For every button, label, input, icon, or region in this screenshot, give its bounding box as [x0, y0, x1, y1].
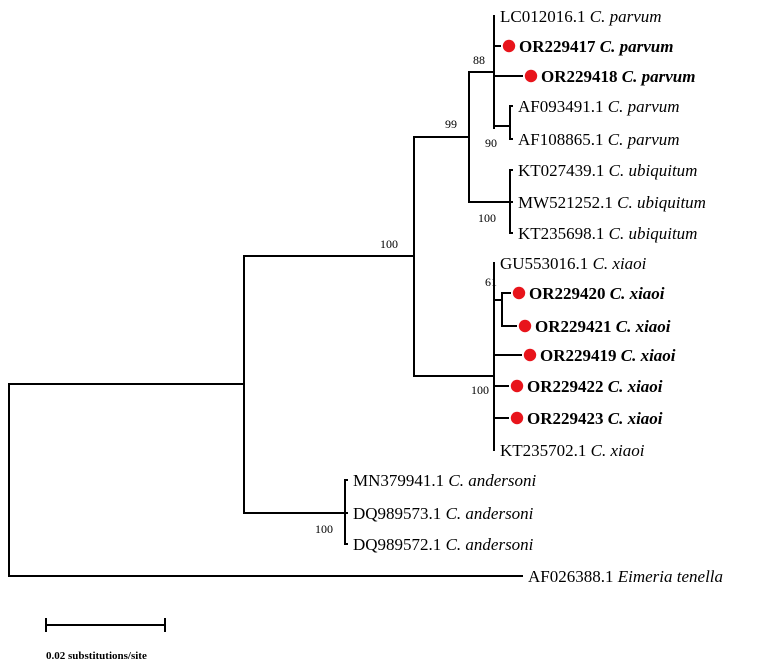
leaf-label-kt235698-1: KT235698.1 C. ubiquitum — [518, 224, 697, 243]
bootstrap-value: 100 — [315, 522, 333, 536]
bootstrap-values: 88 90 99 100 100 61 100 100 — [315, 53, 497, 536]
bootstrap-value: 100 — [380, 237, 398, 251]
leaf-label-or229421: OR229421 C. xiaoi — [535, 317, 671, 336]
leaf-species: C. xiaoi — [593, 254, 647, 273]
leaf-accession: AF093491.1 — [518, 97, 608, 116]
leaf-label-or229418: OR229418 C. parvum — [541, 67, 695, 86]
leaf-accession: OR229419 — [540, 346, 621, 365]
bootstrap-value: 100 — [478, 211, 496, 225]
scale-bar — [45, 618, 166, 632]
leaf-accession: OR229421 — [535, 317, 616, 336]
bootstrap-value: 88 — [473, 53, 485, 67]
leaf-species: C. parvum — [622, 67, 696, 86]
leaf-label-mn379941-1: MN379941.1 C. andersoni — [353, 471, 537, 490]
leaf-accession: KT235698.1 — [518, 224, 609, 243]
bootstrap-value: 61 — [485, 275, 497, 289]
highlight-marker-icon — [524, 69, 538, 83]
leaf-species: C. parvum — [608, 97, 680, 116]
leaf-species: C. xiaoi — [608, 377, 663, 396]
leaf-accession: LC012016.1 — [500, 7, 590, 26]
leaf-accession: KT235702.1 — [500, 441, 591, 460]
highlight-marker-icon — [502, 39, 516, 53]
leaf-label-mw521252-1: MW521252.1 C. ubiquitum — [518, 193, 706, 212]
leaf-label-or229419: OR229419 C. xiaoi — [540, 346, 676, 365]
leaf-label-kt027439-1: KT027439.1 C. ubiquitum — [518, 161, 697, 180]
leaf-label-or229423: OR229423 C. xiaoi — [527, 409, 663, 428]
leaf-species: C. xiaoi — [616, 317, 671, 336]
leaf-accession: OR229423 — [527, 409, 608, 428]
leaf-accession: MN379941.1 — [353, 471, 448, 490]
leaf-branches — [344, 45, 523, 545]
leaf-accession: OR229418 — [541, 67, 622, 86]
leaf-species: C. andersoni — [446, 504, 534, 523]
leaf-markers — [502, 39, 538, 425]
leaf-species: C. andersoni — [448, 471, 536, 490]
highlight-marker-icon — [510, 379, 524, 393]
leaf-species: Eimeria tenella — [617, 567, 723, 586]
highlight-marker-icon — [518, 319, 532, 333]
bootstrap-value: 99 — [445, 117, 457, 131]
leaf-species: C. xiaoi — [608, 409, 663, 428]
leaf-label-kt235702-1: KT235702.1 C. xiaoi — [500, 441, 645, 460]
leaf-species: C. parvum — [600, 37, 674, 56]
tree-branches — [8, 15, 523, 577]
leaf-label-or229422: OR229422 C. xiaoi — [527, 377, 663, 396]
leaf-accession: MW521252.1 — [518, 193, 617, 212]
leaf-species: C. ubiquitum — [609, 161, 698, 180]
highlight-marker-icon — [523, 348, 537, 362]
leaf-accession: DQ989572.1 — [353, 535, 446, 554]
leaf-species: C. parvum — [590, 7, 662, 26]
leaf-label-dq989573-1: DQ989573.1 C. andersoni — [353, 504, 534, 523]
leaf-accession: DQ989573.1 — [353, 504, 446, 523]
leaf-accession: OR229417 — [519, 37, 600, 56]
leaf-label-af108865-1: AF108865.1 C. parvum — [518, 130, 680, 149]
leaf-label-af093491-1: AF093491.1 C. parvum — [518, 97, 680, 116]
leaf-accession: AF108865.1 — [518, 130, 608, 149]
leaf-label-or229420: OR229420 C. xiaoi — [529, 284, 665, 303]
leaf-species: C. ubiquitum — [609, 224, 698, 243]
bootstrap-value: 90 — [485, 136, 497, 150]
leaf-species: C. andersoni — [446, 535, 534, 554]
leaf-accession: OR229422 — [527, 377, 608, 396]
leaf-label-dq989572-1: DQ989572.1 C. andersoni — [353, 535, 534, 554]
highlight-marker-icon — [510, 411, 524, 425]
leaf-label-af026388-1: AF026388.1 Eimeria tenella — [528, 567, 723, 586]
highlight-marker-icon — [512, 286, 526, 300]
leaf-label-lc012016-1: LC012016.1 C. parvum — [500, 7, 662, 26]
leaf-accession: GU553016.1 — [500, 254, 593, 273]
leaf-species: C. ubiquitum — [617, 193, 706, 212]
leaf-species: C. xiaoi — [610, 284, 665, 303]
leaf-label-or229417: OR229417 C. parvum — [519, 37, 673, 56]
bootstrap-value: 100 — [471, 383, 489, 397]
leaf-accession: AF026388.1 — [528, 567, 618, 586]
leaf-accession: KT027439.1 — [518, 161, 609, 180]
scale-bar-label: 0.02 substitutions/site — [46, 650, 147, 662]
leaf-species: C. parvum — [608, 130, 680, 149]
leaf-accession: OR229420 — [529, 284, 610, 303]
leaf-species: C. xiaoi — [591, 441, 645, 460]
leaf-species: C. xiaoi — [621, 346, 676, 365]
leaf-label-gu553016-1: GU553016.1 C. xiaoi — [500, 254, 647, 273]
